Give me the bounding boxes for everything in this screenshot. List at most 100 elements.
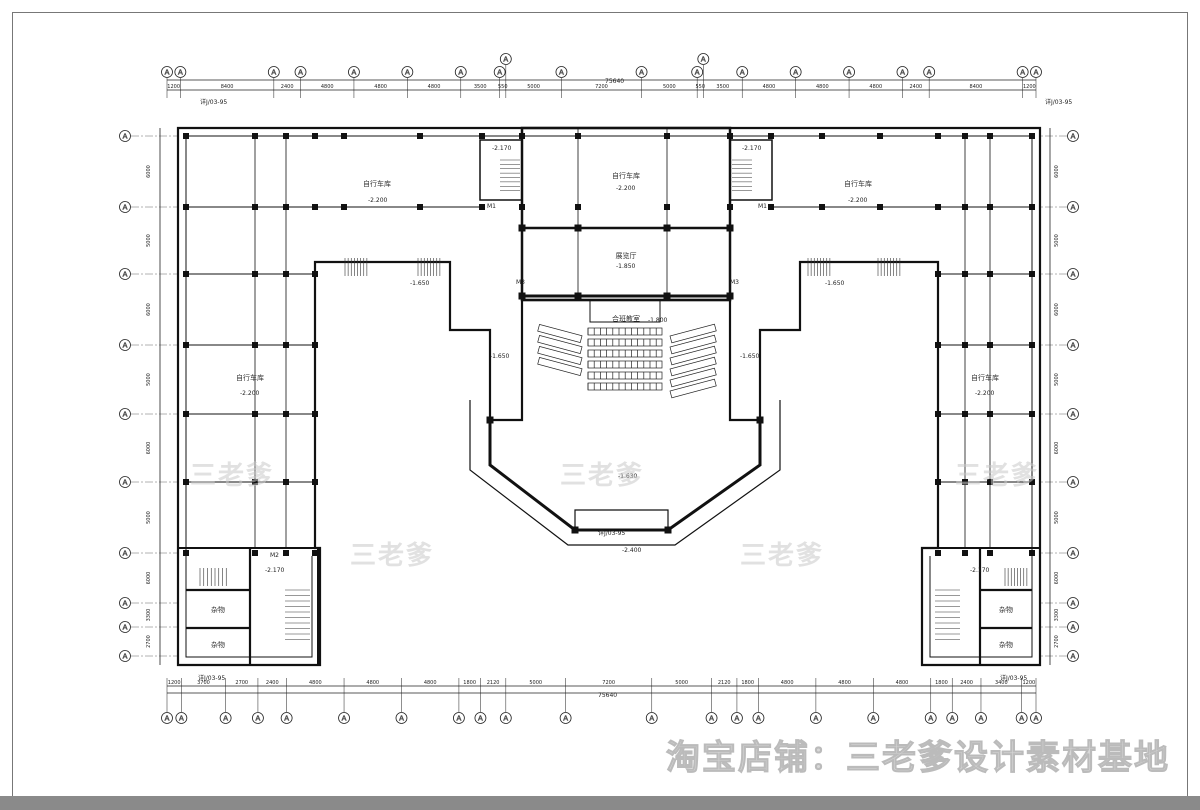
elevation-side: -1.650 bbox=[740, 353, 760, 360]
axis-bubble bbox=[1067, 476, 1079, 488]
column bbox=[252, 411, 258, 417]
dimension-text: 5000 bbox=[146, 373, 152, 386]
dimension-text: 4800 bbox=[428, 84, 441, 90]
axis-bubble bbox=[1016, 66, 1029, 78]
dimension-text: 5000 bbox=[146, 511, 152, 524]
column bbox=[283, 204, 289, 210]
column bbox=[1029, 342, 1035, 348]
axis-bubble bbox=[975, 712, 987, 724]
axis-bubble bbox=[252, 712, 264, 724]
column bbox=[283, 133, 289, 139]
elevation-outdoor: -2.400 bbox=[622, 547, 642, 554]
axis-bubble bbox=[119, 547, 131, 559]
axis-bubble-label: A bbox=[813, 715, 818, 723]
axis-bubble bbox=[499, 53, 512, 65]
dimension-text: 4800 bbox=[374, 84, 387, 90]
axis-bubble-label: A bbox=[271, 69, 276, 77]
axis-bubble bbox=[119, 597, 131, 609]
room-label-bike-garage: 自行车库 bbox=[363, 179, 391, 188]
dimension-text: 3300 bbox=[1054, 609, 1060, 622]
dimension-text: 4800 bbox=[869, 84, 882, 90]
column bbox=[935, 271, 941, 277]
column bbox=[962, 479, 968, 485]
column bbox=[571, 526, 579, 534]
detail-ref: 详J/03-95 bbox=[198, 674, 225, 682]
column bbox=[756, 416, 764, 424]
column bbox=[727, 133, 733, 139]
column bbox=[486, 416, 494, 424]
total-dimension-top: 75640 bbox=[605, 78, 624, 85]
axis-bubble bbox=[635, 66, 648, 78]
axis-bubble-label: A bbox=[649, 715, 654, 723]
total-dimension-bottom: 75640 bbox=[598, 692, 617, 699]
dimension-text: 3500 bbox=[474, 84, 487, 90]
axis-bubble-label: A bbox=[1071, 133, 1076, 141]
watermark-brand: 三老爹 bbox=[955, 461, 1040, 491]
dimension-text: 6000 bbox=[146, 572, 152, 585]
axis-bubble-label: A bbox=[928, 715, 933, 723]
seat-row bbox=[669, 378, 717, 399]
axis-bubble bbox=[1030, 66, 1042, 78]
column bbox=[1029, 204, 1035, 210]
axis-bubble-label: A bbox=[223, 715, 228, 723]
axis-bubble-label: A bbox=[639, 69, 644, 77]
axis-bubble-label: A bbox=[979, 715, 984, 723]
dimension-text: 2400 bbox=[909, 84, 922, 90]
dimension-text: 3400 bbox=[995, 680, 1008, 686]
column bbox=[727, 204, 733, 210]
axis-bubble bbox=[691, 66, 704, 78]
column bbox=[987, 550, 993, 556]
axis-bubble-label: A bbox=[179, 715, 184, 723]
axis-bubble-label: A bbox=[1071, 342, 1076, 350]
column bbox=[417, 133, 423, 139]
column bbox=[312, 411, 318, 417]
stair-left bbox=[479, 139, 523, 201]
column bbox=[417, 204, 423, 210]
axis-bubble-label: A bbox=[950, 715, 955, 723]
axis-bubble-label: A bbox=[709, 715, 714, 723]
column bbox=[962, 342, 968, 348]
walls bbox=[176, 126, 1042, 667]
column bbox=[935, 342, 941, 348]
dimension-text: 4800 bbox=[763, 84, 776, 90]
column bbox=[987, 342, 993, 348]
column bbox=[987, 479, 993, 485]
elevation-garage: -2.200 bbox=[848, 197, 868, 204]
watermark-brand: 三老爹 bbox=[560, 461, 645, 491]
dimension-text: 4800 bbox=[424, 680, 437, 686]
axis-bubble bbox=[1067, 547, 1079, 559]
axis-bubble-label: A bbox=[123, 479, 128, 487]
axis-bubble bbox=[1067, 621, 1079, 633]
axis-bubble bbox=[555, 66, 568, 78]
column bbox=[663, 224, 671, 232]
axis-bubble-label: A bbox=[405, 69, 410, 77]
axis-bubble-label: A bbox=[123, 624, 128, 632]
axis-bubble bbox=[395, 712, 408, 724]
column bbox=[987, 204, 993, 210]
dimension-text: 4800 bbox=[816, 84, 829, 90]
column bbox=[962, 271, 968, 277]
axis-bubble-label: A bbox=[123, 411, 128, 419]
axis-bubble-label: A bbox=[503, 56, 508, 64]
axis-bubble bbox=[452, 712, 465, 724]
room-label-storage: 杂物 bbox=[999, 605, 1013, 614]
dimension-text: 5000 bbox=[663, 84, 676, 90]
column bbox=[962, 204, 968, 210]
elevation-marks: -2.200 -2.200 -2.200 -2.200 -2.200 -1.85… bbox=[198, 98, 1072, 682]
seat-row bbox=[537, 356, 583, 376]
door-label: M2 bbox=[270, 552, 279, 559]
dimension-text: 7200 bbox=[595, 84, 608, 90]
dimension-text: 6000 bbox=[1054, 442, 1060, 455]
column bbox=[935, 204, 941, 210]
elevation-side: -1.650 bbox=[825, 280, 845, 287]
axis-bubble bbox=[493, 66, 506, 78]
column bbox=[1029, 133, 1035, 139]
detail-ref: 详J/03-95 bbox=[1000, 674, 1027, 682]
elevation-stair: -2.170 bbox=[742, 145, 762, 152]
axis-bubble-label: A bbox=[1019, 715, 1024, 723]
column bbox=[819, 204, 825, 210]
dimension-text: 1800 bbox=[463, 680, 476, 686]
axis-bubble bbox=[923, 66, 936, 78]
axis-bubble bbox=[789, 66, 802, 78]
dimension-text: 1800 bbox=[741, 680, 754, 686]
